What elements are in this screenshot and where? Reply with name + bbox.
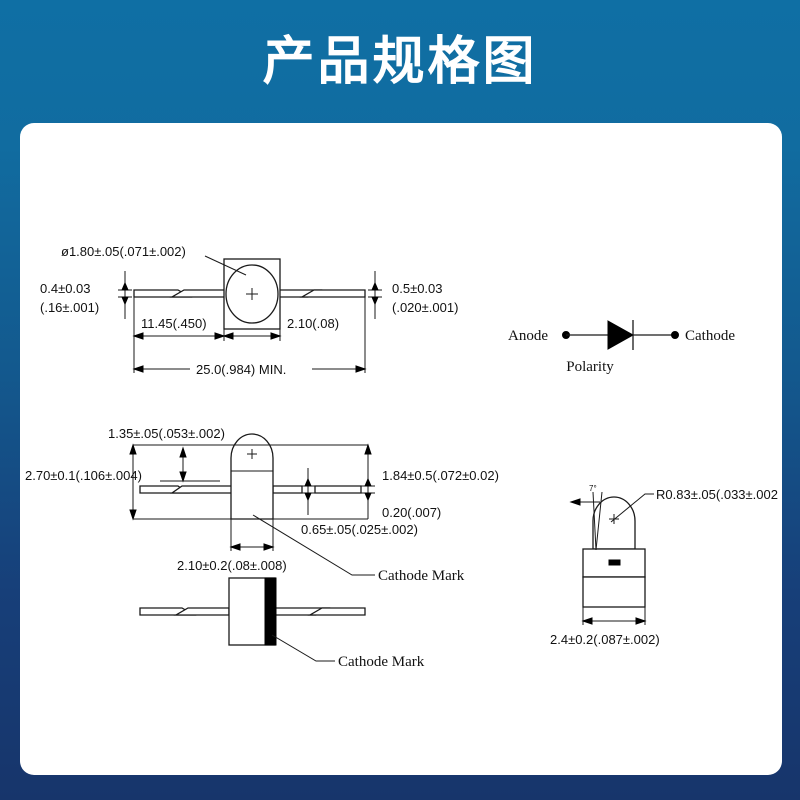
cathode-mark-label-bottom: Cathode Mark	[338, 654, 425, 670]
diode-body-square	[223, 258, 281, 330]
left-lead-thickness-label-1: 0.4±0.03	[40, 281, 91, 296]
body-length-label: 2.10(.08)	[287, 316, 339, 331]
overall-height-label: 2.70±0.1(.106±.004)	[25, 468, 142, 483]
middle-right-lead	[272, 485, 362, 494]
lead-length-label: 11.45(.450)	[141, 316, 207, 331]
lead-thickness-dimension	[301, 468, 315, 515]
radius-label: R0.83±.05(.033±.002	[656, 487, 778, 502]
radius-width-label: 2.4±0.2(.087±.002)	[550, 632, 660, 647]
technical-drawing-canvas: ø1.80±.05(.071±.002) 0.4±0.03 (.16±.001)	[25, 244, 778, 670]
cathode-mark-leader-middle	[252, 514, 375, 576]
page-title: 产品规格图	[262, 31, 538, 92]
page-header-banner: 产品规格图	[0, 0, 800, 123]
bottom-right-lead	[274, 607, 366, 616]
body-width-dimension	[229, 543, 275, 551]
lead-thickness-label: 0.65±.05(.025±.002)	[301, 522, 418, 537]
right-lead-thickness-label-2: (.020±.001)	[392, 300, 458, 315]
left-lead-wire	[133, 289, 234, 298]
body-diameter-label: ø1.80±.05(.071±.002)	[61, 244, 186, 259]
cathode-mark-leader-bottom	[271, 634, 335, 662]
led-side-profile-view: 1.35±.05(.053±.002) 2.70±0.1(.106±.004)	[25, 426, 499, 584]
polarity-caption: Polarity	[566, 359, 614, 375]
angle-construction-lines	[569, 491, 603, 551]
right-lead-wire	[267, 289, 366, 298]
anode-label: Anode	[508, 328, 548, 344]
axial-lead-diode-top-view: ø1.80±.05(.071±.002) 0.4±0.03 (.16±.001)	[40, 244, 458, 377]
cathode-mark-label-middle: Cathode Mark	[378, 568, 465, 584]
right-height-label-1: 1.84±0.5(.072±0.02)	[382, 468, 499, 483]
drawing-card: ø1.80±.05(.071±.002) 0.4±0.03 (.16±.001)	[20, 123, 782, 775]
overall-length-label: 25.0(.984) MIN.	[196, 362, 286, 377]
lead-length-dimension	[132, 332, 226, 340]
radius-base-block	[582, 548, 646, 608]
dome-height-dimension	[160, 446, 220, 483]
overall-height-dimension	[129, 443, 368, 521]
right-lead-thickness-dimension	[368, 271, 382, 319]
diameter-leader-line	[204, 255, 247, 276]
middle-left-lead	[139, 485, 234, 494]
cathode-band-marking	[264, 577, 277, 646]
body-width-label: 2.10±0.2(.08±.008)	[177, 558, 287, 573]
radius-width-dimension	[581, 617, 647, 625]
bottom-diode-body	[228, 577, 277, 646]
led-dome-body	[230, 433, 274, 520]
dome-height-label: 1.35±.05(.053±.002)	[108, 426, 225, 441]
bottom-left-lead	[139, 607, 230, 616]
cathode-label: Cathode	[685, 328, 735, 344]
diode-cathode-band-view: Cathode Mark	[139, 577, 425, 670]
polarity-diagram: Anode Cathode Polarity	[508, 320, 735, 375]
radius-leader-line	[610, 493, 654, 523]
right-height-dimension	[361, 443, 375, 519]
right-height-label-2: 0.20(.007)	[382, 505, 441, 520]
diode-triangle-icon	[607, 320, 635, 350]
left-lead-thickness-label-2: (.16±.001)	[40, 300, 99, 315]
overall-length-dimension	[132, 365, 367, 373]
cathode-terminal-dot	[671, 331, 679, 339]
dome-radius-detail-view: 7° R0.83±.05(.033±.002 2.4±0.2(.087±.002…	[550, 484, 778, 647]
body-length-dimension	[222, 332, 282, 340]
angle-label: 7°	[589, 484, 597, 493]
left-lead-thickness-dimension	[118, 271, 132, 319]
radius-dome-body	[592, 496, 636, 550]
right-lead-thickness-label-1: 0.5±0.03	[392, 281, 443, 296]
